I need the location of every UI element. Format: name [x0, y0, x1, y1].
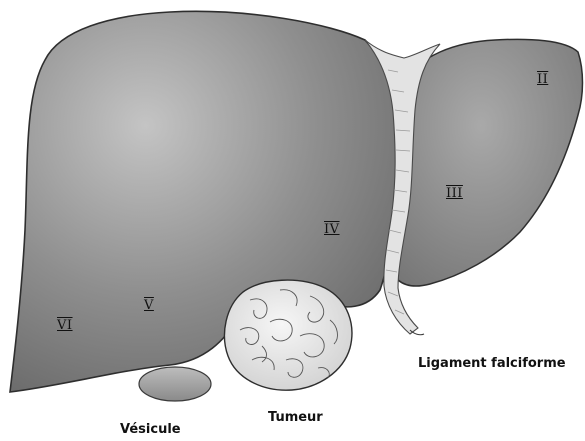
segment-iv-label: IV [324, 222, 340, 237]
segment-ii-label: II [537, 72, 548, 87]
vesicule-label: Vésicule [120, 422, 181, 437]
segment-iii-label: III [446, 186, 463, 201]
segment-v-label: V [144, 298, 154, 313]
ligament-falciforme-label: Ligament falciforme [418, 356, 566, 371]
gallbladder-shape [139, 367, 211, 401]
tumeur-label: Tumeur [268, 410, 323, 425]
segment-vi-label: VI [57, 318, 73, 333]
tumor-shape [224, 280, 351, 390]
left-lobe-shape [398, 39, 583, 286]
